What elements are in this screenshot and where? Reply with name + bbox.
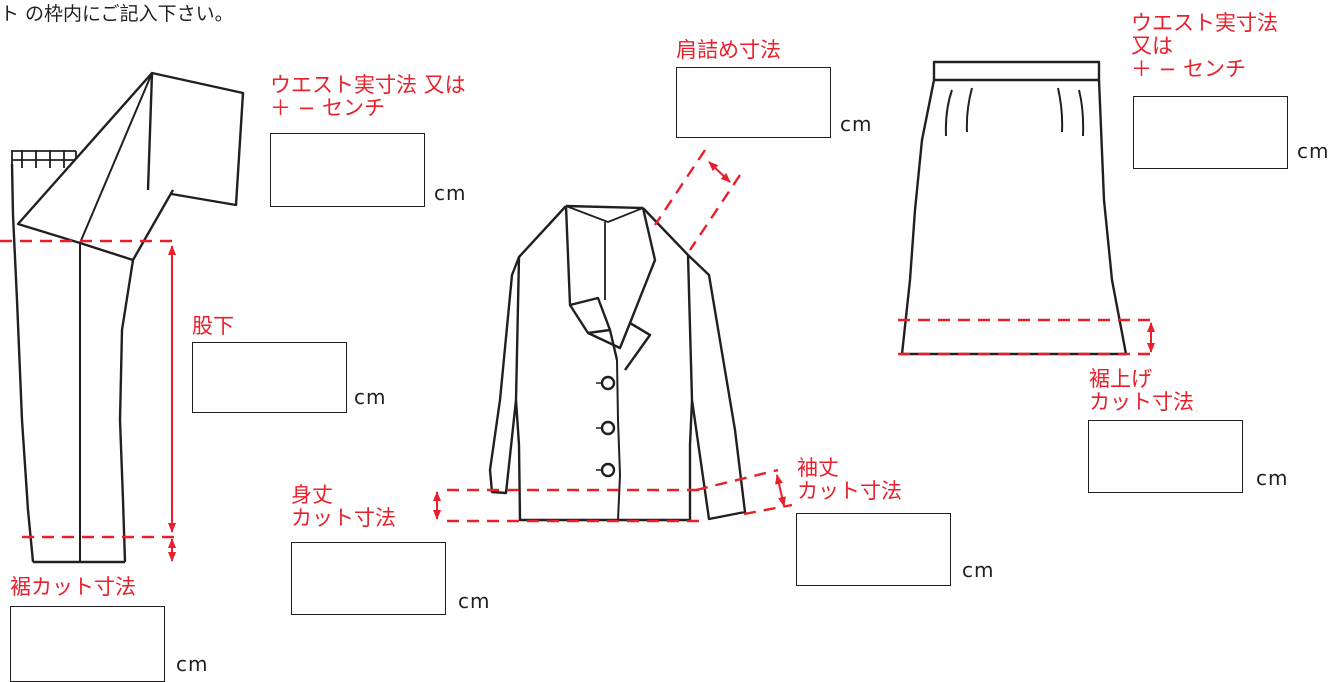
sleeve-arrow [775,474,786,507]
sleeve-length-label: 袖丈 カット寸法 [797,456,902,503]
skirt-hem-field[interactable] [1088,420,1243,493]
sleeve-length-unit: cm [962,558,995,582]
jacket-illustration [488,204,747,522]
shoulder-arrow [708,161,731,183]
pants-illustration [10,71,245,564]
pants-waist-field[interactable] [270,133,425,207]
shoulder-field[interactable] [676,67,831,138]
skirt-waist-unit: cm [1297,139,1330,163]
pants-measure-lines [0,239,180,539]
skirt-waist-field[interactable] [1133,96,1288,169]
skirt-hem-unit: cm [1256,466,1289,490]
body-length-unit: cm [458,589,491,613]
body-length-label: 身丈 カット寸法 [291,483,396,530]
sleeve-length-field[interactable] [796,513,951,586]
inseam-label: 股下 [192,314,234,338]
skirt-waist-label: ウエスト実寸法 又は ＋ − センチ [1131,11,1278,81]
shoulder-unit: cm [840,112,873,136]
body-length-field[interactable] [291,542,446,615]
pants-hem-cut-label: 裾カット寸法 [10,575,136,599]
pants-hem-cut-unit: cm [176,652,209,676]
skirt-hem-label: 裾上げ カット寸法 [1089,367,1194,414]
pants-hem-cut-field[interactable] [10,606,165,682]
inseam-field[interactable] [192,342,347,413]
skirt-measure-lines [898,318,1158,356]
skirt-illustration [900,60,1128,356]
instruction-text: ト の枠内にご記入下さい。 [0,3,234,25]
pants-waist-unit: cm [434,181,467,205]
inseam-unit: cm [354,385,387,409]
shoulder-label: 肩詰め寸法 [676,38,781,62]
pants-waist-label: ウエスト実寸法 又は ＋ − センチ [270,73,466,120]
